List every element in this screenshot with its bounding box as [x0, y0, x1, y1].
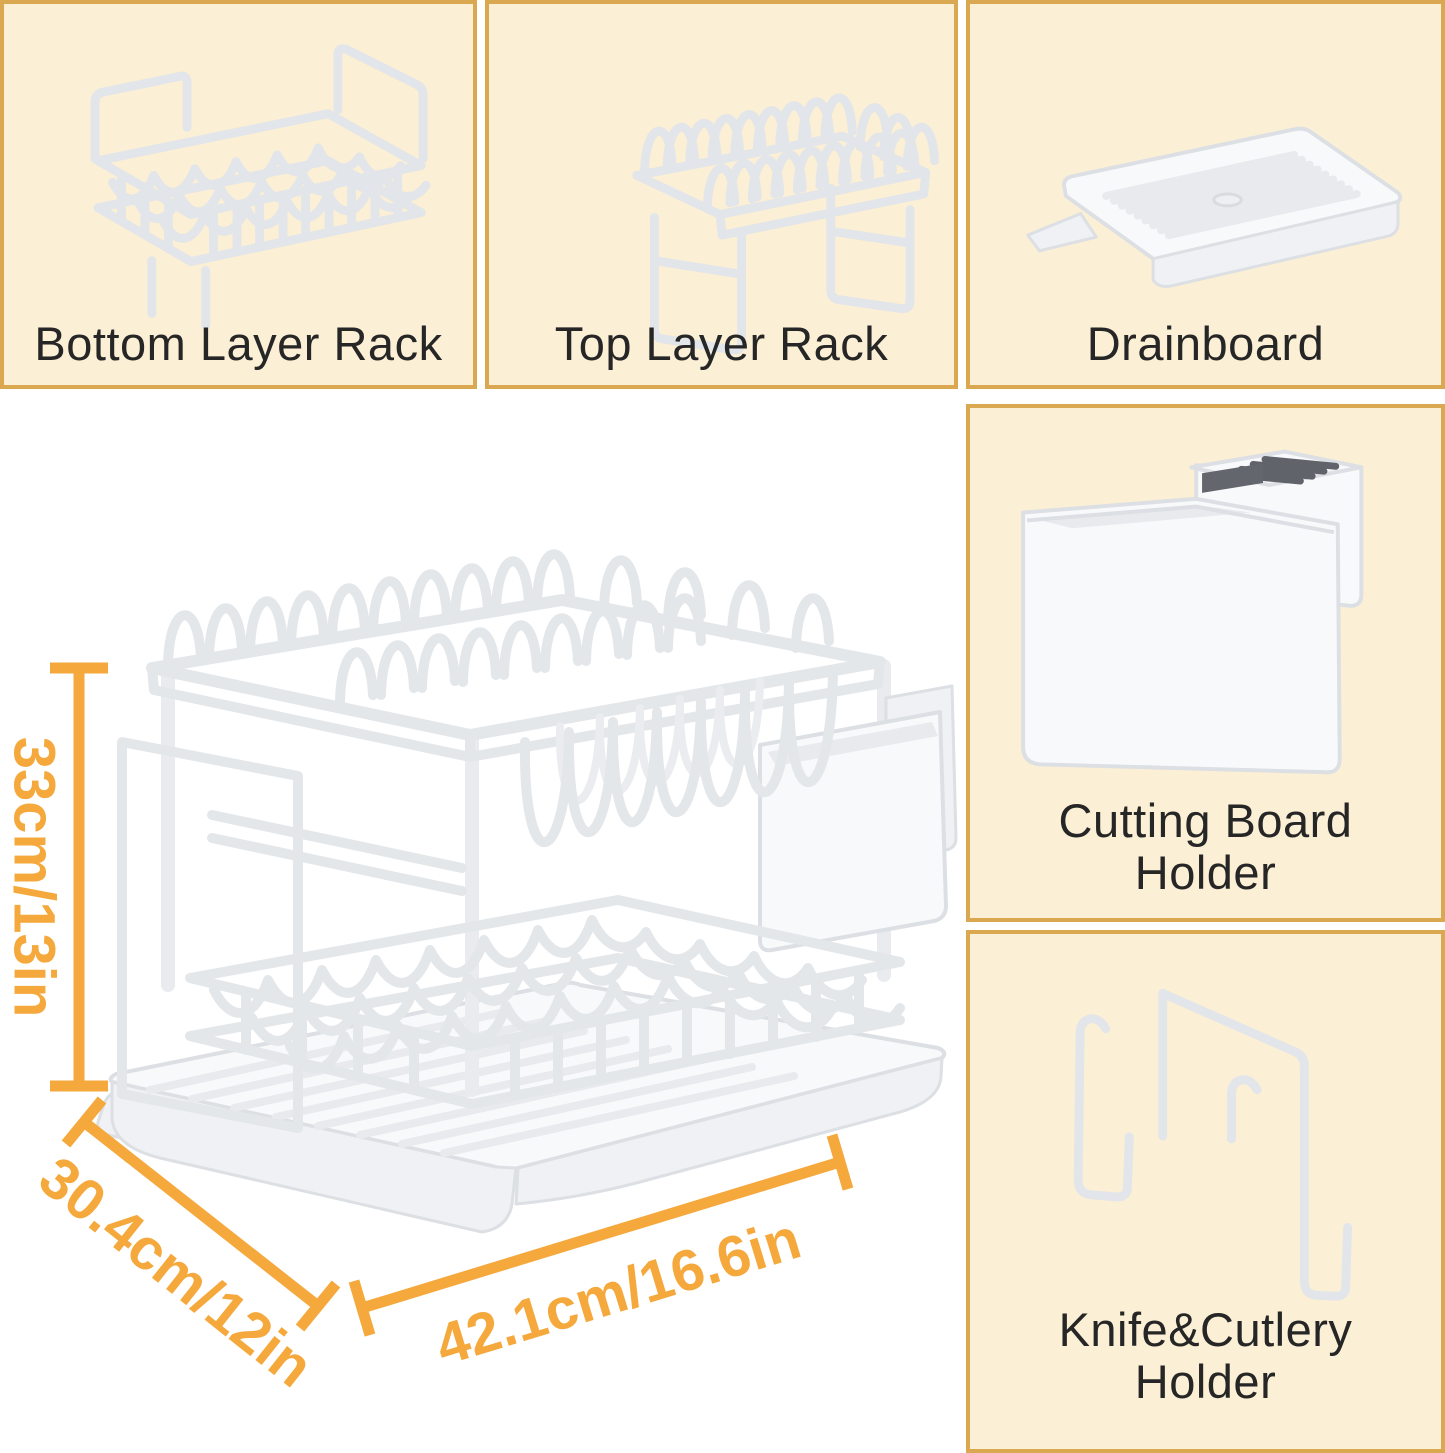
- top-layer-rack-illustration: [632, 4, 954, 355]
- panel-bottom-layer-rack: Bottom Layer Rack: [0, 0, 477, 389]
- bottom-layer-rack-illustration: [90, 44, 431, 330]
- top-tier-rack: [146, 554, 886, 762]
- cutting-board-holder-illustration: [1021, 449, 1364, 775]
- panel-drainboard: Drainboard: [966, 0, 1445, 389]
- height-dimension-line: [50, 662, 108, 1092]
- cup-holder-wire: [519, 667, 838, 848]
- drainboard-base: [96, 980, 947, 1234]
- depth-dimension-line: [61, 1096, 341, 1332]
- bottom-tier-basket: [185, 895, 905, 1109]
- panel-knife-cutlery-holder: Knife&Cutlery Holder: [966, 930, 1445, 1453]
- cutting-board-holder-attached: [758, 710, 948, 953]
- knife-cutlery-holder-illustration: [1073, 988, 1353, 1301]
- height-dimension-label: 33cm/13in: [2, 737, 67, 1018]
- panel-cutting-board-holder: Cutting Board Holder: [966, 404, 1445, 922]
- side-hook-frame: [117, 737, 467, 1133]
- panel-label: Bottom Layer Rack: [34, 317, 443, 371]
- panel-top-layer-rack: Top Layer Rack: [485, 0, 958, 389]
- width-dimension-line: [348, 1133, 854, 1337]
- drainboard-illustration: [1026, 126, 1403, 288]
- panel-label: Top Layer Rack: [554, 317, 889, 371]
- panel-label: Cutting Board Holder: [1058, 793, 1353, 900]
- assembled-rack-illustration: 33cm/13in 30.4cm/12in 42.1cm/16.6in: [2, 380, 958, 1400]
- panel-label: Drainboard: [1086, 317, 1325, 371]
- panel-label: Knife&Cutlery Holder: [1058, 1302, 1353, 1409]
